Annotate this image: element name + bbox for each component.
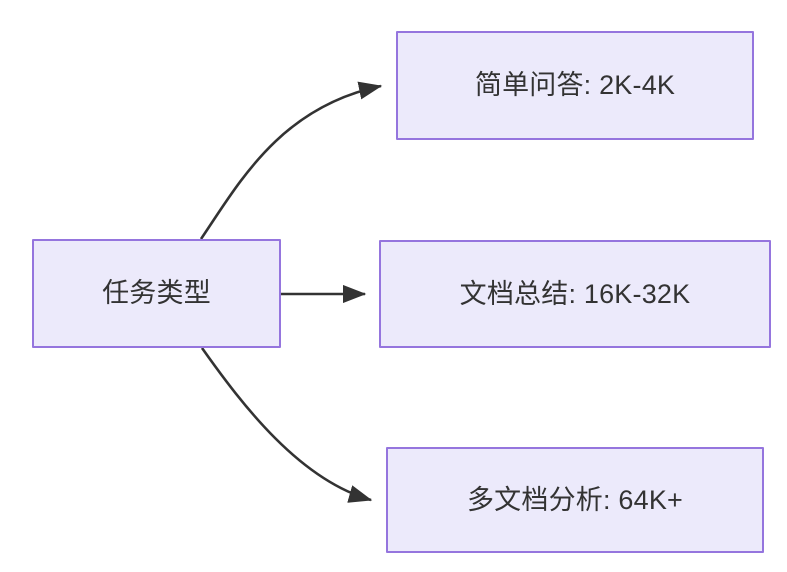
node-doc-summary-label: 文档总结: 16K-32K — [459, 278, 691, 309]
node-multi-doc-label: 多文档分析: 64K+ — [466, 484, 683, 515]
edge-task-type-to-simple-qa — [199, 81, 383, 240]
node-multi-doc[interactable]: 多文档分析: 64K+ — [386, 447, 764, 553]
node-simple-qa[interactable]: 简单问答: 2K-4K — [396, 31, 754, 140]
node-simple-qa-label: 简单问答: 2K-4K — [474, 70, 676, 101]
edge-task-type-to-multi-doc — [200, 347, 373, 503]
node-doc-summary[interactable]: 文档总结: 16K-32K — [379, 240, 771, 348]
node-task-type-label: 任务类型 — [102, 278, 211, 309]
node-task-type[interactable]: 任务类型 — [32, 239, 281, 348]
